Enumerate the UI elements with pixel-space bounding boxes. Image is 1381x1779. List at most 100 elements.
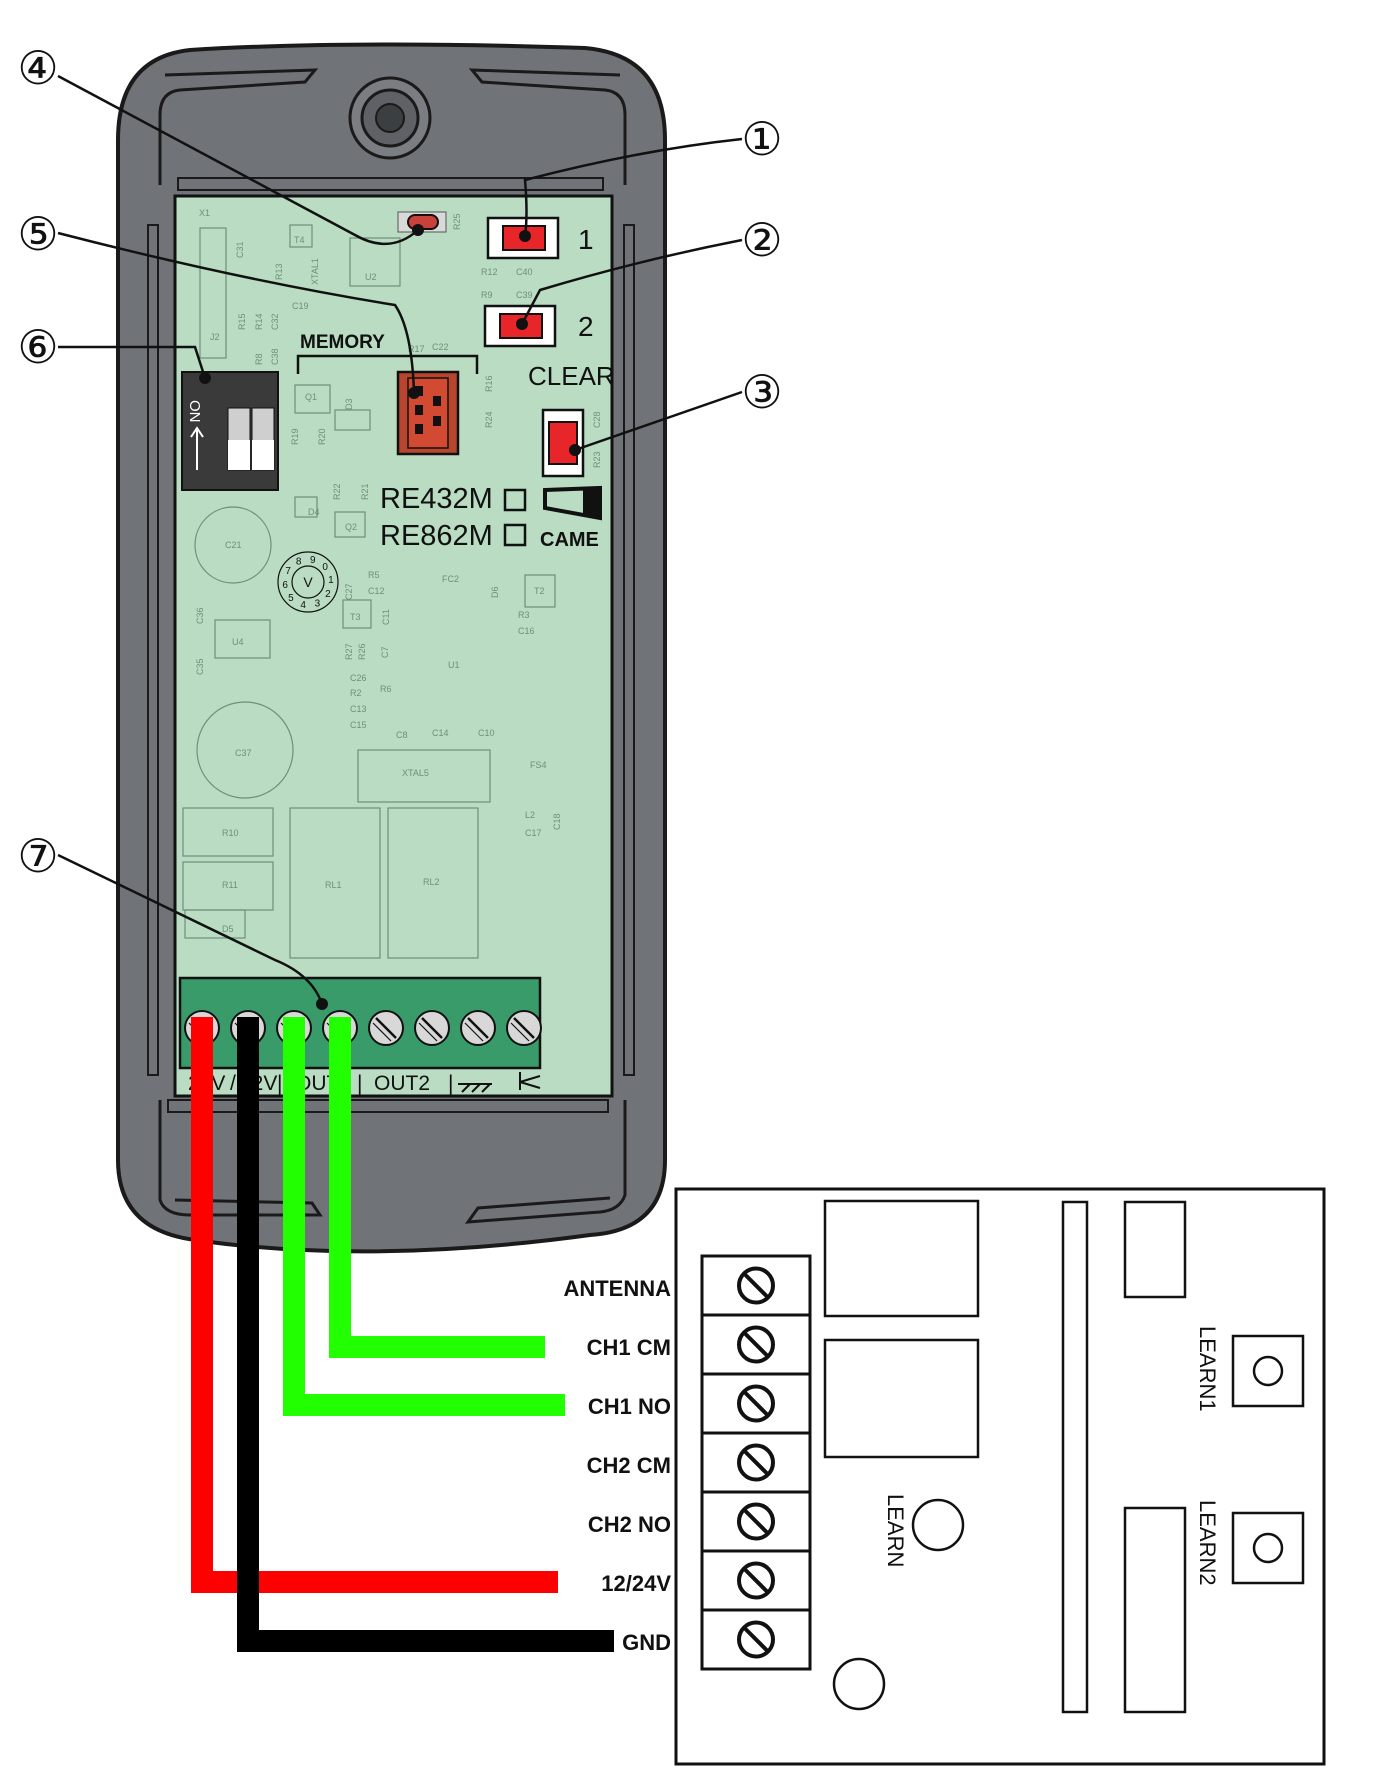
controller-component-top xyxy=(1123,1200,1187,1299)
svg-text:R8: R8 xyxy=(254,353,264,365)
wire-green-cm xyxy=(329,1017,545,1358)
svg-text:|: | xyxy=(277,1072,282,1095)
pcb-silkscreen xyxy=(182,224,556,959)
rotary-digit: 1 xyxy=(328,575,334,586)
svg-text:C14: C14 xyxy=(432,728,449,738)
wire-red xyxy=(191,1017,558,1593)
controller-terminal-block xyxy=(700,1254,812,1671)
relay-2 xyxy=(823,1338,980,1459)
clear-button[interactable] xyxy=(541,408,585,478)
dip-on-label: ON xyxy=(186,400,203,423)
rotary-digit: 2 xyxy=(325,589,331,600)
svg-text:Q1: Q1 xyxy=(305,392,317,402)
svg-text:V: V xyxy=(303,574,313,590)
svg-text:C18: C18 xyxy=(552,813,562,830)
terminal-screw-icon xyxy=(737,1443,775,1482)
controller-strip xyxy=(1061,1200,1089,1714)
svg-text:D3: D3 xyxy=(344,398,354,410)
svg-text:R2: R2 xyxy=(350,688,362,698)
svg-text:C13: C13 xyxy=(350,704,367,714)
callout-5: ⑤ xyxy=(17,208,58,260)
callout-2: ② xyxy=(741,214,782,266)
svg-text:U2: U2 xyxy=(365,272,377,282)
learn2-button[interactable] xyxy=(1231,1511,1305,1585)
svg-text:R3: R3 xyxy=(518,610,530,620)
controller-terminal xyxy=(700,1549,812,1612)
controller-terminal xyxy=(700,1608,812,1671)
svg-text:R11: R11 xyxy=(222,880,238,890)
memory-connector[interactable] xyxy=(396,370,460,456)
svg-text:C35: C35 xyxy=(195,658,205,675)
terminal-screw-icon xyxy=(414,1010,450,1046)
ground-symbol-icon xyxy=(458,1083,492,1093)
svg-text:C22: C22 xyxy=(432,342,449,352)
svg-text:C36: C36 xyxy=(195,607,205,624)
svg-text:C31: C31 xyxy=(235,241,245,258)
svg-text:FC2: FC2 xyxy=(442,574,459,584)
rotary-digit: 8 xyxy=(296,557,302,568)
rotary-digit: 5 xyxy=(288,593,294,604)
svg-text:R27: R27 xyxy=(344,643,354,660)
terminal-screw-icon xyxy=(737,1325,775,1364)
controller-terminal xyxy=(700,1431,812,1494)
svg-text:D5: D5 xyxy=(222,924,234,934)
rotary-digit: 4 xyxy=(300,600,306,611)
terminal-power-label: 12/24V xyxy=(601,1571,671,1596)
terminal-screw-icon xyxy=(737,1384,775,1423)
svg-text:R14: R14 xyxy=(254,313,264,330)
svg-text:D6: D6 xyxy=(490,586,500,598)
svg-text:R12: R12 xyxy=(481,267,498,277)
terminal-antenna-label: ANTENNA xyxy=(563,1276,671,1301)
relay-1 xyxy=(823,1199,980,1318)
terminal-screw-icon xyxy=(460,1010,496,1046)
svg-text:XTAL1: XTAL1 xyxy=(310,258,320,285)
callout-1: ① xyxy=(741,113,782,165)
controller-terminal xyxy=(700,1254,812,1317)
wire-black xyxy=(237,1017,614,1652)
svg-text:R26: R26 xyxy=(357,643,367,660)
svg-text:R9: R9 xyxy=(481,290,493,300)
svg-text:R17: R17 xyxy=(408,344,425,354)
pcb-board: X1 T4 U2 R25 C31 XTAL1 R13 C19 J2 R15 R1… xyxy=(173,194,615,1098)
callout-6: ⑥ xyxy=(17,321,58,373)
controller-terminal-labels: ANTENNA CH1 CM CH1 NO CH2 CM CH2 NO 12/2… xyxy=(563,1276,671,1655)
pcb-designators: X1 T4 U2 R25 C31 XTAL1 R13 C19 J2 R15 R1… xyxy=(195,208,602,934)
svg-text:C10: C10 xyxy=(478,728,495,738)
learn1-label: LEARN1 xyxy=(1195,1326,1220,1412)
svg-text:R6: R6 xyxy=(380,684,392,694)
svg-text:OUT2: OUT2 xyxy=(374,1072,430,1095)
controller-terminal xyxy=(700,1490,812,1553)
svg-text:R19: R19 xyxy=(290,428,300,445)
callout-dots xyxy=(199,224,581,1010)
svg-text:C37: C37 xyxy=(235,748,252,758)
svg-text:C8: C8 xyxy=(396,730,408,740)
learn1-button[interactable] xyxy=(1231,1334,1305,1408)
svg-text:R16: R16 xyxy=(484,375,494,392)
antenna-symbol-icon xyxy=(519,1072,541,1090)
svg-text:T2: T2 xyxy=(534,586,545,596)
learn-led xyxy=(911,1498,965,1552)
svg-text:C12: C12 xyxy=(368,586,385,596)
callout-3: ③ xyxy=(741,366,782,418)
svg-text:R5: R5 xyxy=(368,570,380,580)
svg-text:FS4: FS4 xyxy=(530,760,547,770)
dip-switch[interactable] xyxy=(181,371,279,491)
memory-label: MEMORY xyxy=(300,332,385,353)
svg-text:U4: U4 xyxy=(232,637,244,647)
svg-text:D4: D4 xyxy=(308,507,320,517)
svg-text:L2: L2 xyxy=(525,810,535,820)
memory-bracket xyxy=(296,354,479,374)
callout-7: ⑦ xyxy=(17,830,58,882)
callout-numbers: ① ② ③ ④ ⑤ ⑥ ⑦ xyxy=(17,42,782,882)
rotary-digit: 3 xyxy=(315,599,321,610)
learn-label: LEARN xyxy=(883,1494,908,1567)
svg-text:C40: C40 xyxy=(516,267,533,277)
svg-text:Q2: Q2 xyxy=(345,522,357,532)
learn2-label: LEARN2 xyxy=(1195,1500,1220,1586)
svg-text:R24: R24 xyxy=(484,411,494,428)
svg-text:C21: C21 xyxy=(225,540,242,550)
svg-text:R13: R13 xyxy=(274,263,284,280)
callout-leaders xyxy=(57,74,743,1005)
